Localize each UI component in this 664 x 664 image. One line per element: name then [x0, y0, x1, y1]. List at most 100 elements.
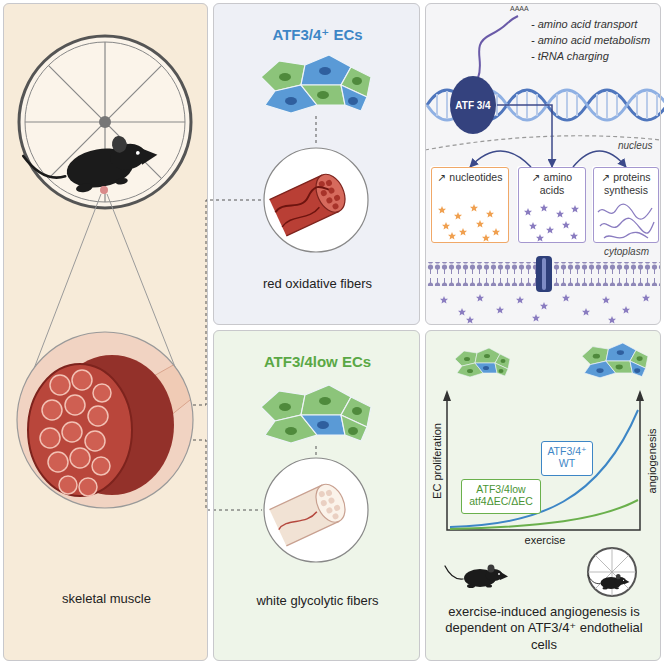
- amino-acid-stars: [571, 205, 579, 213]
- dashed-leaders: [193, 440, 262, 510]
- product-box-fills: [592, 166, 658, 242]
- free-amino-acids: [440, 294, 650, 324]
- compartment-label: nucleus: [616, 140, 654, 151]
- box-label: ↗ nucleotides: [435, 171, 505, 184]
- free-amino-acids: [602, 296, 610, 304]
- exercise-graph: [588, 548, 636, 596]
- amino-acid-stars: [540, 204, 548, 212]
- muscle-illustration: [93, 384, 111, 402]
- muscle-illustration: [72, 370, 92, 390]
- nucleotide-stars: [470, 204, 478, 212]
- flow-arrow: [470, 151, 531, 167]
- amino-acid-stars: [570, 232, 578, 240]
- nucleotide-stars: [492, 228, 500, 236]
- protein-chains: [604, 232, 648, 238]
- exercise-graph: [450, 410, 638, 527]
- nucleotide-stars: [459, 228, 467, 236]
- box-label: ↗ proteins synthesis: [597, 171, 655, 196]
- protein-box: ↗ proteins synthesis: [593, 167, 659, 243]
- axis-label: exercise: [515, 533, 575, 547]
- exercise-graph: [443, 343, 648, 596]
- compartment-label: cytoplasm: [602, 246, 651, 257]
- muscle-illustration: [92, 457, 110, 475]
- muscle-illustration: [70, 448, 90, 468]
- protein-chains: [600, 218, 654, 233]
- exercise-graph: [582, 343, 648, 378]
- exercise-graph: [588, 548, 636, 596]
- poly-a-tail: AAAA: [510, 5, 529, 12]
- oxidative-panel-art: [269, 170, 350, 236]
- gene-list-item: - tRNA charging: [531, 50, 661, 62]
- transcription-factor: ATF 3/4: [449, 75, 497, 135]
- nucleotide-stars: [438, 206, 446, 214]
- gene-list-item: - amino acid metabolism: [531, 34, 661, 46]
- axis-label: angiogenesis: [645, 416, 659, 506]
- dashed-leaders: [316, 446, 317, 456]
- dna-helix: [478, 16, 518, 78]
- panel-grounds: [425, 3, 661, 325]
- dashed-leaders: [316, 116, 317, 146]
- panel-grounds: [3, 3, 661, 661]
- cell-membrane: [542, 258, 546, 290]
- free-amino-acids: [440, 296, 448, 304]
- panel-grounds: [3, 3, 208, 661]
- muscle-illustration: [40, 428, 60, 448]
- oxidative-panel-art: [264, 148, 368, 252]
- muscle-illustration: [28, 350, 215, 496]
- glycolytic-panel-art: [261, 385, 371, 562]
- free-amino-acids: [476, 294, 484, 302]
- panel-heading: red oxidative fibers: [214, 276, 421, 291]
- running-wheel: [19, 36, 191, 208]
- amino-acid-stars: [536, 234, 544, 242]
- muscle-illustration: [28, 364, 132, 496]
- protein-chains: [598, 204, 654, 238]
- product-box-fills: [430, 166, 658, 242]
- panel-grounds: [425, 330, 661, 661]
- muscle-illustration: [88, 406, 108, 426]
- cell-membrane: [536, 256, 552, 292]
- box-label: ↗ amino acids: [522, 171, 582, 196]
- box-label: ATF3/4low atf4ΔEC/ΔEC: [464, 483, 538, 507]
- muscle-illustration: [42, 400, 62, 420]
- mechanism-panel: - amino acid transport- amino acid metab…: [425, 3, 661, 325]
- free-amino-acids: [458, 308, 466, 316]
- free-amino-acids: [516, 296, 524, 304]
- amino-acid-stars: [524, 208, 532, 216]
- exercise-graph: [447, 394, 640, 530]
- nucleotide-stars: [482, 234, 490, 242]
- running-wheel: [100, 186, 108, 194]
- glycolytic-panel: ATF3/4low ECswhite glycolytic fibers: [213, 330, 420, 661]
- nucleotide-stars: [454, 212, 462, 220]
- glycolytic-panel-art: [261, 385, 371, 443]
- panel-heading: ATF3/4⁺ ECs: [214, 26, 421, 44]
- free-amino-acids: [622, 306, 630, 314]
- glycolytic-panel-art: [269, 480, 350, 546]
- muscle-illustration: [48, 452, 68, 472]
- amino-acid-stars: [556, 210, 564, 218]
- muscle-illustration: [79, 478, 97, 496]
- exercise-graph: [445, 565, 508, 589]
- box-label: ATF 3/4: [455, 100, 490, 111]
- cell-membrane: [426, 256, 660, 292]
- muscle-illustration: [40, 370, 111, 496]
- axis-label: EC proliferation: [430, 411, 444, 511]
- running-wheel: [23, 130, 162, 202]
- exercise-graph: [588, 574, 630, 590]
- nucleotide-stars: [438, 204, 500, 242]
- muscle-illustration: [59, 476, 77, 494]
- free-amino-acids: [642, 294, 650, 302]
- running-wheel: [19, 36, 191, 208]
- panel-heading: white glycolytic fibers: [214, 593, 421, 608]
- muscle-illustration: [17, 332, 193, 508]
- wt-key-box: ATF3/4⁺ WT: [541, 441, 593, 476]
- nucleotide-stars: [476, 220, 484, 228]
- amino-acid-stars: [524, 204, 579, 242]
- panel-caption: skeletal muscle: [4, 591, 209, 606]
- nucleotide-stars: [442, 222, 450, 230]
- muscle-illustration: [65, 395, 85, 415]
- free-amino-acids: [540, 302, 548, 310]
- oxidative-panel-art: [261, 55, 371, 113]
